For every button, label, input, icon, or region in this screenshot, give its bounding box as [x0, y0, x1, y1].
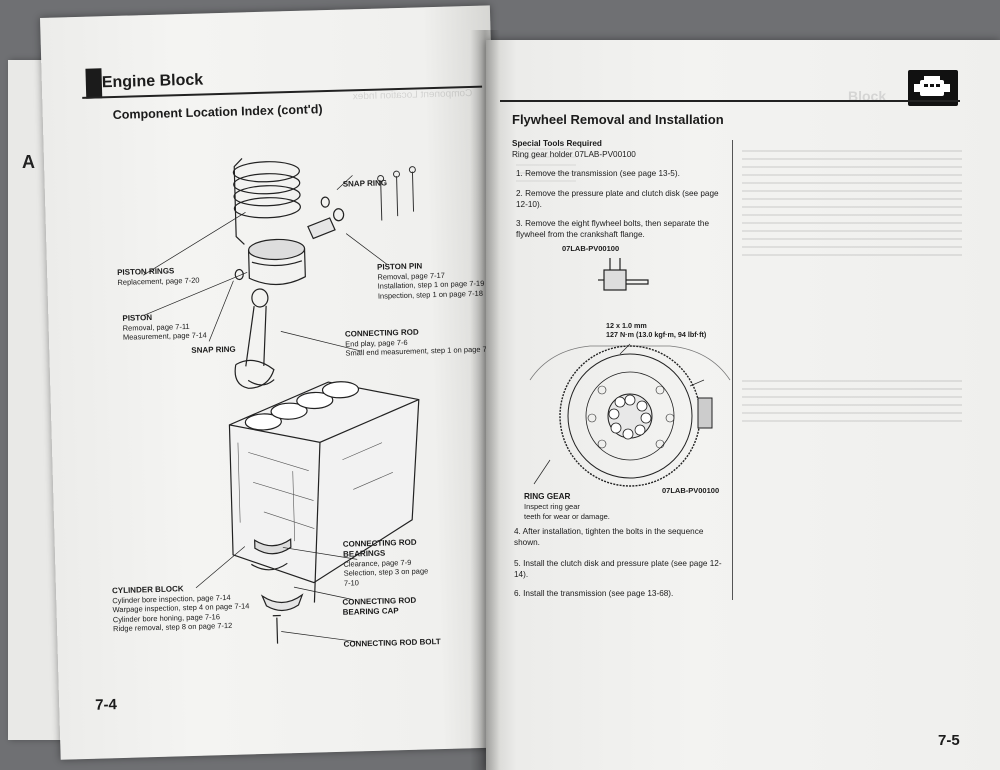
engine-exploded-diagram: Component Location Index [143, 88, 473, 644]
book-gutter-shadow [470, 30, 500, 770]
step-1: 1. Remove the transmission (see page 13-… [516, 169, 680, 178]
bleed-through-text-lower [742, 380, 962, 424]
page-number-right: 7-5 [938, 732, 960, 749]
callout-connecting-rod-bearings: CONNECTING ROD BEARINGS Clearance, page … [342, 537, 429, 588]
connecting-rod-illustration [234, 288, 275, 389]
torque-spec: 12 x 1.0 mm 127 N·m (13.0 kgf·m, 94 lbf·… [606, 321, 707, 339]
tool-label-right: 07LAB-PV00100 [662, 486, 720, 495]
callout-piston-pin: PISTON PIN Removal, page 7-17 Installati… [376, 261, 485, 301]
special-tools-heading: Special Tools Required [512, 139, 602, 148]
back-page-letter: A [22, 152, 35, 172]
section-title: Flywheel Removal and Installation [512, 112, 724, 127]
tool-label-top: 07LAB-PV00100 [562, 244, 620, 253]
callout-piston-rings: PISTON RINGS Replacement, page 7-20 [117, 266, 200, 287]
column-divider [732, 140, 733, 600]
page-number-left: 7-4 [94, 696, 118, 714]
flywheel-diagram [529, 343, 731, 487]
callout-snap-ring-top: SNAP RING [342, 178, 388, 189]
bleed-through-text-upper [742, 150, 962, 260]
callout-connecting-rod-bearing-cap: CONNECTING ROD BEARING CAP [342, 595, 417, 617]
right-page: Block Flywheel Removal and Installation … [486, 40, 1000, 770]
piston-pin-illustration [307, 208, 345, 240]
piston-illustration [247, 238, 306, 286]
left-page: Engine Block Component Location Index (c… [40, 5, 511, 760]
step-4: 4. After installation, tighten the bolts… [514, 527, 704, 548]
step-2: 2. Remove the pressure plate and clutch … [516, 189, 719, 210]
bleed-through-text-left [516, 148, 576, 188]
cylinder-block-illustration [228, 381, 420, 603]
svg-text:Component Location Index: Component Location Index [353, 88, 473, 102]
callout-snap-ring-left: SNAP RING [191, 344, 236, 355]
ring-gear-callout: RING GEAR Inspect ring gear teeth for we… [524, 492, 610, 521]
callout-piston: PISTON Removal, page 7-11 Measurement, p… [122, 312, 207, 343]
special-tools: Special Tools Required Ring gear holder … [512, 138, 636, 161]
special-tools-line: Ring gear holder 07LAB-PV00100 [512, 150, 636, 160]
piston-rings-illustration [232, 158, 301, 245]
header-rule-right [500, 100, 960, 102]
step-6: 6. Install the transmission (see page 13… [514, 589, 674, 598]
step-5: 5. Install the clutch disk and pressure … [514, 559, 722, 580]
ring-gear-holder-tool [598, 258, 649, 291]
step-3: 3. Remove the eight flywheel bolts, then… [516, 219, 709, 240]
callout-cylinder-block: CYLINDER BLOCK Cylinder bore inspection,… [111, 584, 250, 634]
